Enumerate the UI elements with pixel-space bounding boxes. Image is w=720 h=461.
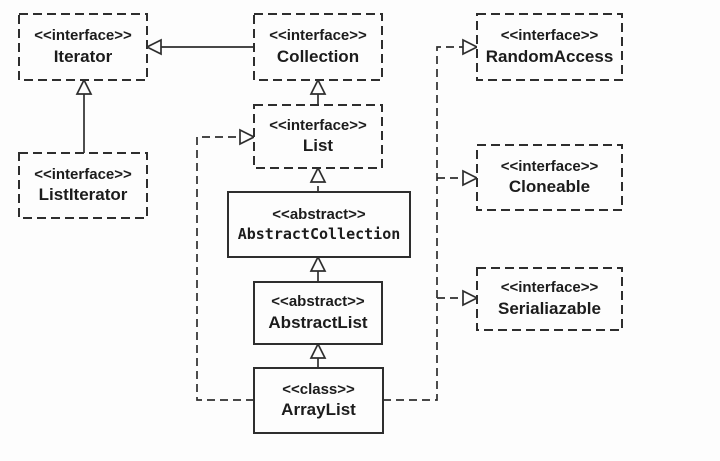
node-name: ArrayList <box>281 400 356 420</box>
node-stereotype: <<interface>> <box>269 27 367 44</box>
node-serializable: <<interface>> Serialiazable <box>477 268 622 330</box>
node-array-list: <<class>> ArrayList <box>254 368 383 433</box>
edge-list-to-collection <box>309 78 327 105</box>
node-stereotype: <<interface>> <box>500 157 599 175</box>
node-stereotype: <<abstract>> <box>271 293 365 310</box>
edge-arraylist-to-serializable <box>437 289 479 307</box>
edge-arraylist-to-cloneable <box>437 169 479 187</box>
node-list: <<interface>> List <box>254 105 382 168</box>
node-name: List <box>302 136 334 156</box>
edge-arraylist-to-list <box>196 128 256 401</box>
node-stereotype: <<interface>> <box>34 165 132 183</box>
node-stereotype: <<interface>> <box>34 27 132 44</box>
edge-arraylist-to-randomaccess <box>383 38 479 401</box>
node-name: ListIterator <box>38 185 128 205</box>
edge-abstractcollection-to-list <box>309 166 327 192</box>
edge-arraylist-to-abstractlist <box>309 342 327 368</box>
node-name: Iterator <box>53 46 113 66</box>
node-name: AbstractList <box>268 312 368 332</box>
node-random-access: <<interface>> RandomAccess <box>477 14 622 80</box>
node-stereotype: <<class>> <box>282 380 355 398</box>
node-stereotype: <<interface>> <box>500 279 599 296</box>
node-abstract-collection: <<abstract>> AbstractCollection <box>228 192 410 257</box>
node-abstract-list: <<abstract>> AbstractList <box>254 282 382 344</box>
node-list-iterator: <<interface>> ListIterator <box>19 153 147 218</box>
node-name: AbstractCollection <box>237 224 401 243</box>
node-name: RandomAccess <box>485 46 614 66</box>
edge-listiterator-to-iterator <box>75 78 93 153</box>
node-collection: <<interface>> Collection <box>254 14 382 80</box>
node-stereotype: <<abstract>> <box>272 205 366 223</box>
node-stereotype: <<interface>> <box>500 27 599 44</box>
node-cloneable: <<interface>> Cloneable <box>477 145 622 210</box>
edge-collection-to-iterator <box>145 38 254 56</box>
node-name: Collection <box>276 46 360 66</box>
node-name: Cloneable <box>508 177 591 197</box>
node-iterator: <<interface>> Iterator <box>19 14 147 80</box>
edge-abstractlist-to-abstractcollection <box>309 255 327 282</box>
node-stereotype: <<interface>> <box>269 116 367 134</box>
node-borders <box>18 13 623 434</box>
node-name: Serialiazable <box>497 298 601 318</box>
